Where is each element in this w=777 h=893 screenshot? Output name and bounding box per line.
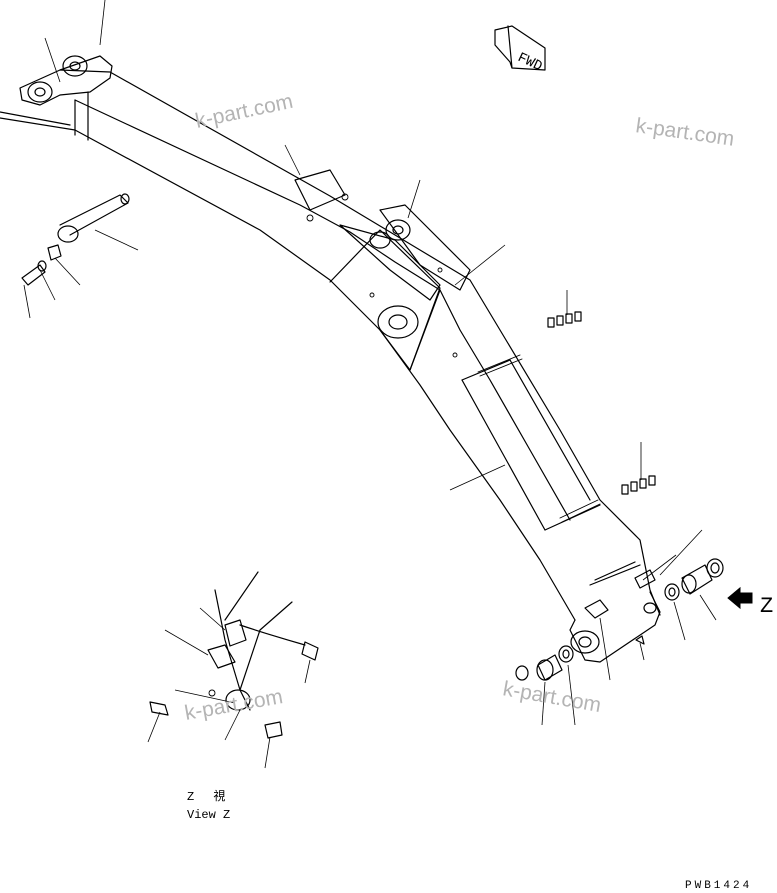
arm-pin-boss xyxy=(570,630,600,654)
detail-hose xyxy=(239,624,306,646)
fwd-label: FWD xyxy=(515,50,545,75)
fwd-direction-badge: FWD xyxy=(494,25,546,75)
view-letter: Z xyxy=(760,594,773,619)
bracket-pin-boss xyxy=(385,219,411,241)
bushing-set-right xyxy=(664,558,724,601)
band-upper xyxy=(477,354,523,377)
grease-fitting-a xyxy=(584,599,609,619)
foot-boss-right xyxy=(62,55,88,77)
callout-leader-lines xyxy=(23,0,717,769)
boom-foot-pin xyxy=(57,193,130,243)
arm-cylinder-boss xyxy=(377,305,419,339)
watermark: k-part.com xyxy=(501,677,603,717)
foot-pin-boss xyxy=(27,81,53,103)
boom-bosses xyxy=(27,55,657,654)
watermark: k-part.com xyxy=(634,114,735,151)
detail-bracket xyxy=(224,619,247,647)
watermark-layer: k-part.com k-part.com k-part.com k-part.… xyxy=(183,90,736,725)
grease-nipple xyxy=(635,635,645,645)
detail-sensor-left xyxy=(149,701,169,716)
grease-fitting-b xyxy=(634,569,656,589)
boom-body xyxy=(0,55,661,663)
detail-sensor-bottom xyxy=(264,721,283,739)
bolt-and-washer xyxy=(21,244,62,286)
detail-sensor-right xyxy=(301,641,319,661)
view-arrow-icon xyxy=(727,586,753,610)
detail-plate xyxy=(207,644,236,669)
detail-caption-en: View Z xyxy=(187,808,230,822)
view-z-marker: Z xyxy=(727,586,773,619)
band-lower xyxy=(559,499,601,523)
hose-clamps-b xyxy=(621,475,656,495)
watermark: k-part.com xyxy=(193,90,295,133)
detail-view-z: Z 視 View Z xyxy=(149,571,319,822)
bushing-set-bottom xyxy=(515,645,574,681)
drawing-id: PWB1424 xyxy=(685,880,752,892)
detail-caption-jp: Z 視 xyxy=(187,788,225,804)
hose-clamps-a xyxy=(547,311,582,328)
